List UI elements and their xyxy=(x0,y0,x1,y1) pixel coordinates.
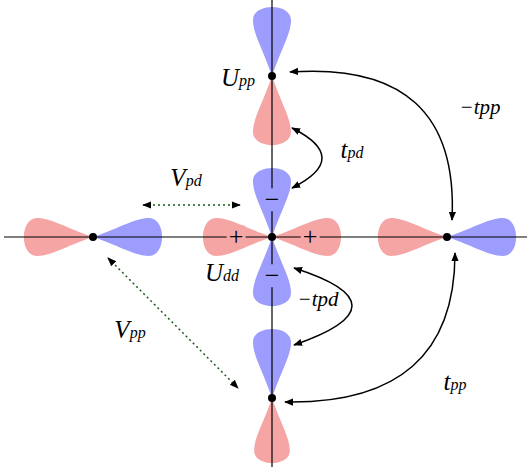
parameter-label: Udd xyxy=(205,259,239,287)
parameter-label: Upp xyxy=(221,64,255,92)
interaction-arrow xyxy=(143,204,240,206)
hopping-arrow xyxy=(290,71,452,220)
atom-dot xyxy=(443,233,451,241)
hopping-arrow xyxy=(292,128,322,188)
parameter-label: tpp xyxy=(444,368,467,396)
atom-dot xyxy=(268,72,276,80)
parameter-label: −tpp xyxy=(459,96,500,119)
parameter-label: Vpp xyxy=(114,316,145,344)
hopping-arrow xyxy=(294,268,352,345)
atom-dot xyxy=(268,394,276,402)
atom-dot xyxy=(89,233,97,241)
sign-label: − xyxy=(263,188,282,211)
hopping-arrow xyxy=(285,253,455,402)
sign-label: + xyxy=(301,225,320,248)
atom-dot xyxy=(268,233,276,241)
parameter-label: −tpd xyxy=(297,288,338,311)
sign-label: + xyxy=(227,225,246,248)
sign-label: − xyxy=(263,264,282,287)
parameter-label: tpd xyxy=(341,136,364,164)
parameter-label: Vpd xyxy=(170,164,201,192)
